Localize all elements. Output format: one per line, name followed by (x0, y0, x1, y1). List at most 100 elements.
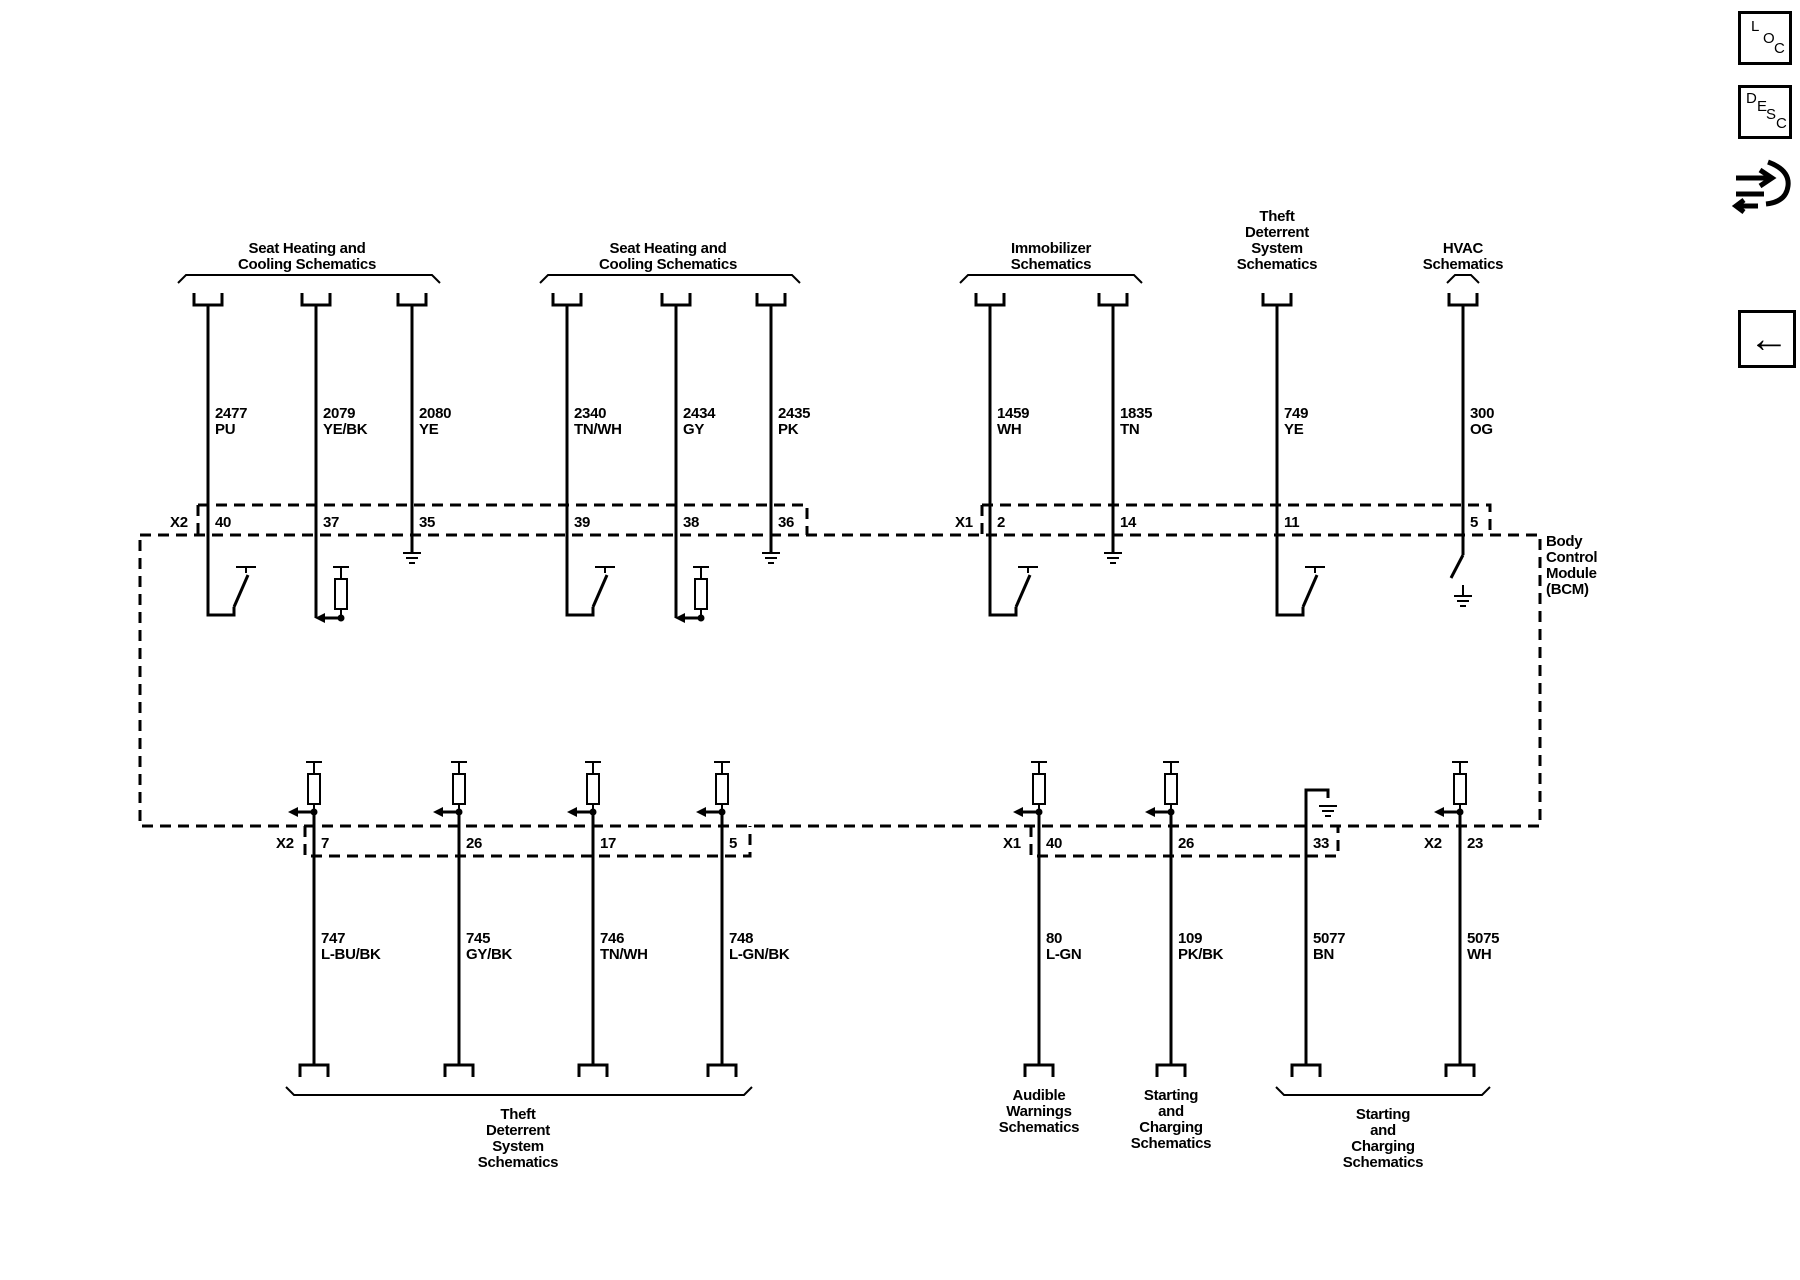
bottom-group-brace (1275, 1086, 1491, 1096)
harness-terminal (1447, 293, 1479, 307)
harness-terminal (1155, 1063, 1187, 1077)
wire-color: PK (778, 421, 799, 438)
pin-number: 14 (1120, 514, 1137, 531)
pullup-resistor (1145, 761, 1179, 817)
wire-color: GY/BK (466, 946, 512, 963)
harness-terminal (1023, 1063, 1055, 1077)
harness-terminal (298, 1063, 330, 1077)
pin-number: 17 (600, 835, 616, 852)
pin-number: 26 (1178, 835, 1194, 852)
bottom-group-label: Schematics (1131, 1135, 1211, 1152)
harness-terminal (1261, 293, 1293, 307)
bottom-group-label: Schematics (478, 1154, 558, 1171)
connector-box-x2-top (198, 503, 809, 535)
desc-button[interactable]: D E S C (1738, 85, 1792, 139)
resistor-body (334, 578, 348, 610)
pin-number: 5 (729, 835, 737, 852)
circuit-number: 2435 (778, 405, 810, 422)
circuit-number: 1459 (997, 405, 1029, 422)
circuit-number: 745 (466, 930, 490, 947)
switch-lead (206, 540, 236, 617)
circuit-number: 80 (1046, 930, 1062, 947)
wire-color: GY (683, 421, 704, 438)
ground-symbol (1104, 552, 1122, 564)
switch-contact (565, 540, 615, 617)
top-group-brace (959, 274, 1143, 284)
ground-symbol (1319, 805, 1337, 817)
top-group-label: Seat Heating and (610, 240, 727, 257)
top-group-label: Schematics (1237, 256, 1317, 273)
circuit-number: 2340 (574, 405, 606, 422)
top-group-brace (177, 274, 441, 284)
signal-arrow (1434, 807, 1444, 817)
top-group-label: Theft (1259, 208, 1294, 225)
switch-blade (591, 574, 609, 608)
switch-contact (206, 540, 256, 617)
pullup-resistor (567, 761, 601, 817)
resistor-body (694, 578, 708, 610)
pullup-resistor (1434, 761, 1468, 817)
loc-icon: L O C (1751, 18, 1785, 57)
circuit-number: 1835 (1120, 405, 1152, 422)
circuit-number: 748 (729, 930, 753, 947)
wire-color: WH (997, 421, 1021, 438)
pin-number: 40 (215, 514, 231, 531)
loc-button[interactable]: L O C (1738, 11, 1792, 65)
top-group-brace (1446, 274, 1480, 284)
pin-number: 7 (321, 835, 329, 852)
wire-color: L-GN (1046, 946, 1081, 963)
pin-number: 2 (997, 514, 1005, 531)
bottom-group-brace (285, 1086, 753, 1096)
module-outline (138, 533, 1542, 828)
signal-arrow (433, 807, 443, 817)
wire-color: TN/WH (574, 421, 622, 438)
pin-number: 11 (1284, 514, 1299, 531)
top-group-label: Schematics (1423, 256, 1503, 273)
junction-dot (1167, 808, 1175, 816)
switch-contact (1275, 540, 1325, 617)
switch-lead (1275, 540, 1305, 617)
bottom-group-label: Charging (1139, 1119, 1203, 1136)
connector-tool-button[interactable] (1730, 152, 1796, 220)
bottom-group-label: Audible (1013, 1087, 1066, 1104)
junction-dot (310, 808, 318, 816)
switch-blade (1014, 574, 1032, 608)
top-group-label: HVAC (1443, 240, 1484, 257)
bottom-group-label: Deterrent (486, 1122, 550, 1139)
harness-terminal (443, 1063, 475, 1077)
harness-terminal (396, 293, 428, 307)
junction-dot (589, 808, 597, 816)
back-arrow-icon: ← (1749, 317, 1789, 361)
connector-name-x2: X2 (170, 514, 188, 531)
ground-lead (1304, 788, 1330, 812)
wire-color: OG (1470, 421, 1493, 438)
wire-color: YE (1284, 421, 1304, 438)
circuit-number: 2079 (323, 405, 355, 422)
desc-icon: D E S C (1746, 90, 1787, 132)
switch-blade (1301, 574, 1319, 608)
wire-color: YE/BK (323, 421, 368, 438)
bottom-group-label: Starting (1356, 1106, 1410, 1123)
top-group-label: Cooling Schematics (599, 256, 737, 273)
pullup-resistor (288, 761, 322, 817)
bottom-group-label: Theft (500, 1106, 535, 1123)
module-label-line: Body (1546, 533, 1583, 550)
bottom-group-label: Schematics (1343, 1154, 1423, 1171)
signal-arrow (1013, 807, 1023, 817)
pin-number: 5 (1470, 514, 1478, 531)
connector-tool-icon (1731, 159, 1791, 214)
pin-number: 35 (419, 514, 435, 531)
wire-color: TN (1120, 421, 1139, 438)
module-label-line: Control (1546, 549, 1597, 566)
connector-name-x1: X1 (955, 514, 973, 531)
pin-number: 26 (466, 835, 482, 852)
resistor-body (715, 773, 729, 805)
back-button[interactable]: ← (1738, 310, 1796, 368)
pin-number: 23 (1467, 835, 1483, 852)
connector-name-x2: X2 (276, 835, 294, 852)
pin-number: 40 (1046, 835, 1062, 852)
harness-terminal (300, 293, 332, 307)
connector-box-x1-top (982, 503, 1492, 535)
pullup-resistor (1013, 761, 1047, 817)
